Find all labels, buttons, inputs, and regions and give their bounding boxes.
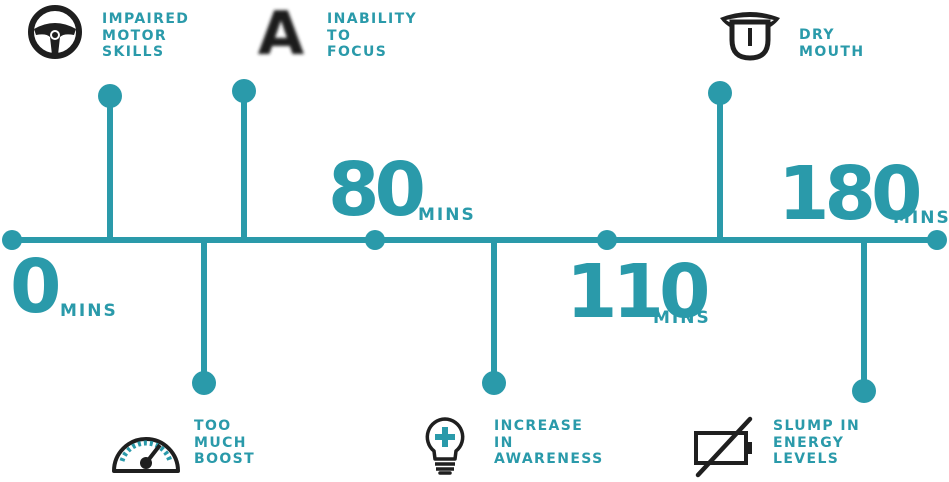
tongue-icon xyxy=(720,12,780,61)
milestone-0-value: 0 xyxy=(10,244,61,330)
blurry-letter-icon: A xyxy=(258,2,305,58)
steering-wheel-icon xyxy=(28,5,82,59)
slump-energy-dot xyxy=(852,379,876,403)
timeline-end-dot xyxy=(927,230,947,250)
dry-mouth-label: DRY MOUTH xyxy=(799,27,865,60)
slump-in-energy-label: SLUMP IN ENERGY LEVELS xyxy=(773,418,861,467)
too-much-boost-dot xyxy=(192,371,216,395)
empty-battery-icon xyxy=(694,416,753,478)
increase-in-awareness-label: INCREASE IN AWARENESS xyxy=(494,418,604,467)
speedometer-icon xyxy=(112,437,180,473)
impaired-motor-skills-label: IMPAIRED MOTOR SKILLS xyxy=(102,11,190,60)
increase-awareness-dot xyxy=(482,371,506,395)
milestone-110-unit: MINS xyxy=(653,308,711,328)
milestone-180-value: 180 xyxy=(778,151,922,237)
milestone-0-unit: MINS xyxy=(60,301,118,321)
inability-focus-dot xyxy=(232,79,256,103)
milestone-110-value: 110 xyxy=(566,249,710,335)
milestone-110-dot xyxy=(597,230,617,250)
milestone-80-value: 80 xyxy=(328,147,426,233)
too-much-boost-label: TOO MUCH BOOST xyxy=(194,418,256,467)
milestone-80-dot xyxy=(365,230,385,250)
milestone-80-unit: MINS xyxy=(418,205,476,225)
timeline-start-dot xyxy=(2,230,22,250)
impaired-motor-dot xyxy=(98,84,122,108)
svg-text:A: A xyxy=(258,2,305,58)
milestone-180-unit: MINS xyxy=(893,208,949,228)
lightbulb-icon xyxy=(425,417,465,475)
inability-to-focus-label: INABILITY TO FOCUS xyxy=(327,11,418,60)
dry-mouth-dot xyxy=(708,81,732,105)
